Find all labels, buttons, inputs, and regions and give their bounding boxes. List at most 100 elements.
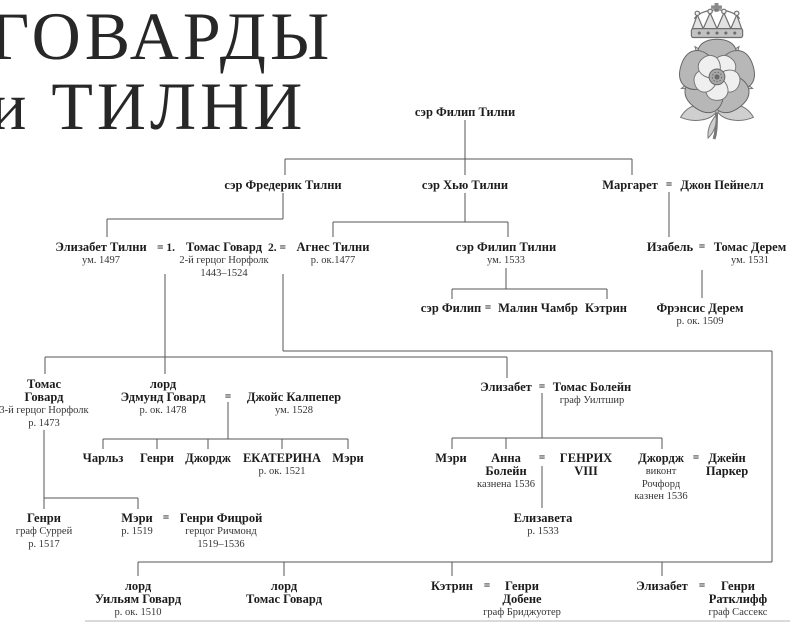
person-name-line: Кэтрин: [431, 579, 473, 593]
person-detail-line: р. 1473: [28, 417, 60, 429]
person-detail-line: граф Сассекс: [708, 607, 768, 618]
person-name-line: Мэри: [332, 451, 364, 465]
person-detail-line: Рочфорд: [641, 478, 681, 490]
person-name-line: Элизабет: [636, 579, 688, 593]
person-name-line: сэр Филип: [420, 301, 482, 315]
person-name-line: Элизабет: [480, 380, 532, 394]
person-george-howard: Джордж: [185, 452, 231, 465]
person-name-line: Агнес Тилни: [296, 240, 370, 254]
person-name-line: лорд: [270, 579, 298, 593]
person-name-line: Генри: [721, 579, 755, 593]
person-isabel: Изабель: [647, 241, 693, 254]
person-sir-frederick-tilney: сэр Фредерик Тилни: [224, 179, 341, 192]
person-name-line: Элизабет Тилни: [55, 240, 147, 254]
person-detail-line: 2-й герцог Норфолк: [179, 255, 269, 266]
person-name-line: Генри: [27, 511, 61, 525]
person-name-line: Томас: [26, 377, 61, 391]
person-name-line: Джон Пейнелл: [680, 178, 764, 192]
person-detail-line: 1519–1536: [197, 538, 245, 550]
rose-icon: [679, 38, 755, 140]
person-name-line: Фрэнсис Дерем: [656, 301, 744, 315]
person-name-line: Уильям Говард: [94, 592, 182, 606]
person-detail-line: 1443–1524: [200, 267, 248, 279]
person-mary-boleyn: Мэри: [435, 452, 467, 465]
person-name-line: Паркер: [705, 464, 749, 478]
person-name-line: Говард: [24, 390, 64, 404]
person-name-line: VIII: [574, 464, 598, 478]
marriage-symbol-eq-edmund-joyce: =: [224, 391, 232, 403]
person-name-line: ГЕНРИХ: [559, 451, 613, 465]
person-detail-line: р. 1519: [121, 526, 153, 537]
person-name-line: Генри Фицрой: [179, 511, 263, 525]
person-detail-line: ум. 1497: [81, 255, 121, 266]
marriage-symbol-eq-elizabeth-radcliffe: =: [698, 580, 706, 592]
person-detail-line: казнена 1536: [477, 479, 535, 490]
person-name-line: сэр Фредерик Тилни: [224, 178, 342, 192]
crowned-tudor-rose-emblem: [679, 2, 755, 140]
person-detail-line: ум. 1533: [486, 255, 525, 266]
person-name-line: Томас Говард: [245, 592, 323, 606]
person-name-line: Малин Чамбр: [498, 301, 578, 315]
person-detail-line: ум. 1528: [274, 405, 314, 416]
person-detail-line: герцог Ричмонд: [185, 526, 257, 537]
person-john-paynell: Джон Пейнелл: [680, 179, 763, 192]
person-margaret: Маргарет: [602, 179, 658, 192]
person-name-line: Джейн: [708, 451, 746, 465]
person-name-line: Елизавета: [513, 511, 573, 525]
person-name-line: ЕКАТЕРИНА: [242, 451, 322, 465]
person-detail-line: ум. 1531: [730, 255, 769, 266]
person-name-line: сэр Филип Тилни: [455, 240, 557, 254]
person-name-line: Генри: [140, 451, 174, 465]
person-sir-hugh-tilney: сэр Хью Тилни: [422, 179, 508, 192]
marriage-symbol-eq-elizabeth-boleyn: =: [538, 381, 546, 393]
person-malin-chambre: Малин Чамбр: [498, 302, 578, 315]
marriage-symbol-eq-george-jane: =: [692, 452, 700, 464]
person-name-line: Джордж: [638, 451, 684, 465]
person-detail-line: 3-й герцог Норфолк: [0, 405, 89, 416]
person-name-line: лорд: [149, 377, 177, 391]
person-name-line: Томас Дерем: [713, 240, 787, 254]
person-mary-howard-daughter: Мэри: [332, 452, 364, 465]
person-name-line: Анна: [491, 451, 521, 465]
person-name-line: Мэри: [121, 511, 153, 525]
person-elizabeth-howard-radcliffe: Элизабет: [636, 580, 688, 593]
person-detail-line: казнен 1536: [634, 491, 688, 502]
title-line-1: ГОВАРДЫ: [0, 0, 334, 74]
person-katherine-tilney: Кэтрин: [585, 302, 627, 315]
person-name-line: Джойс Калпепер: [246, 390, 342, 404]
person-elizabeth-howard-boleyn: Элизабет: [480, 381, 532, 394]
person-name-line: Болейн: [485, 464, 527, 478]
person-name-line: Эдмунд Говард: [120, 390, 206, 404]
person-name-line: сэр Филип Тилни: [414, 105, 516, 119]
marriage-symbol-eq-isabel-dereham: =: [698, 241, 706, 253]
marriage-symbol-eq-anne-henry: =: [538, 452, 546, 464]
person-detail-line: р. ок. 1478: [139, 405, 187, 416]
marriage-symbol-eq-second-marriage: 2. =: [267, 242, 287, 254]
person-sir-philip-tilney-iii: сэр Филип: [421, 302, 482, 315]
person-name-line: Маргарет: [602, 178, 658, 192]
person-detail-line: р. ок. 1510: [114, 607, 162, 618]
person-name-line: лорд: [124, 579, 152, 593]
person-katherine-howard-daubeney: Кэтрин: [431, 580, 473, 593]
person-sir-philip-tilney-sr: сэр Филип Тилни: [415, 106, 515, 119]
person-name-line: Джордж: [185, 451, 231, 465]
person-name-line: Кэтрин: [585, 301, 627, 315]
